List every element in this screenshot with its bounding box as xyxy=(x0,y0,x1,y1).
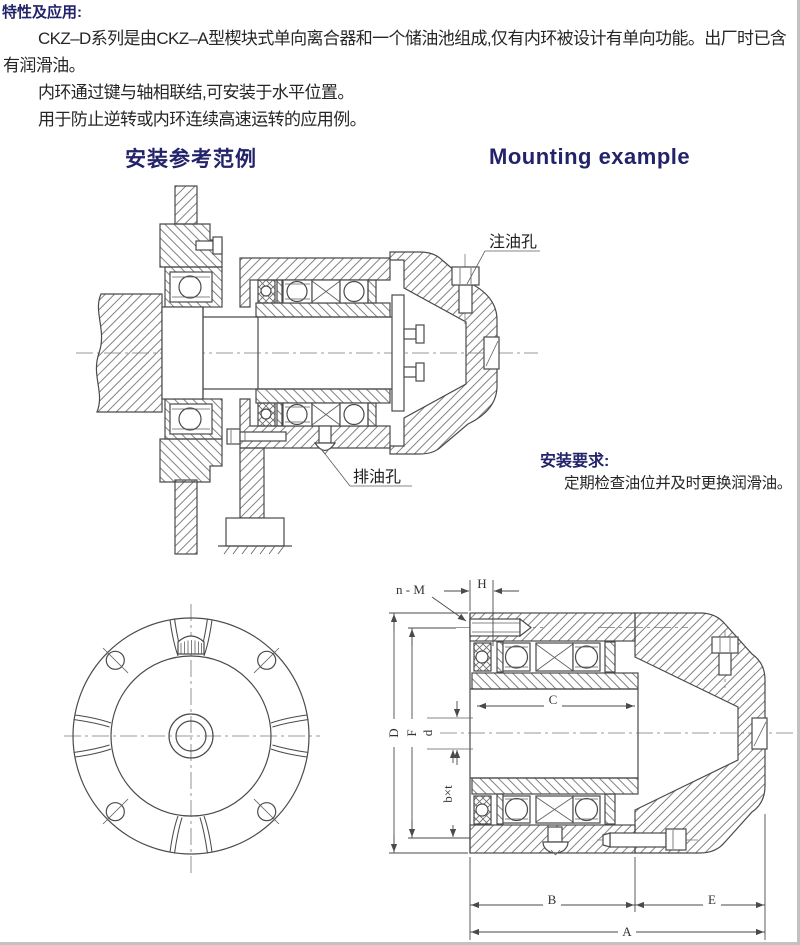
dim-B: B xyxy=(469,814,766,940)
tapped-hole xyxy=(456,617,543,638)
wall xyxy=(174,185,198,555)
page-edge-right xyxy=(797,0,800,945)
oil-drain-plug xyxy=(542,826,569,856)
dim-nM: n - M xyxy=(396,582,467,622)
keyway-notch xyxy=(483,336,500,370)
section-heading-zh: 安装参考范例 xyxy=(125,148,257,171)
dim-bxt: b×t xyxy=(440,750,457,837)
dim-d: d xyxy=(420,701,473,765)
end-plate xyxy=(391,294,405,412)
dim-A: A xyxy=(470,924,765,939)
dim-C: C xyxy=(477,692,635,710)
bearing-row-top xyxy=(473,641,616,673)
bearing-row-top xyxy=(257,279,377,304)
svg-text:n - M: n - M xyxy=(396,582,425,597)
svg-text:A: A xyxy=(622,924,632,939)
bracket-bolt xyxy=(226,428,287,445)
install-requirements-title: 安装要求: xyxy=(540,453,610,470)
bearing-row-bottom xyxy=(257,402,377,427)
shaft xyxy=(95,293,163,413)
support-pedestal xyxy=(218,447,292,555)
dim-E: E xyxy=(635,892,765,909)
bearing-row-bottom xyxy=(473,793,616,825)
sleeve xyxy=(161,306,204,400)
bore-outline xyxy=(469,613,639,853)
drain-bolt xyxy=(597,828,700,851)
intro-text: CKZ–D系列是由CKZ–A型楔块式单向离合器和一个储油池组成,仅有内环被设计有… xyxy=(3,25,799,133)
bell-housing xyxy=(634,612,766,854)
svg-text:F: F xyxy=(404,729,419,736)
oil-drain-label: 排油孔 xyxy=(353,468,401,486)
keyway-notch xyxy=(751,717,768,750)
intro-paragraph-3: 用于防止逆转或内环连续高速运转的应用例。 xyxy=(38,110,367,129)
svg-text:C: C xyxy=(549,692,558,707)
page-title: 特性及应用: xyxy=(2,4,82,21)
dim-H: H xyxy=(444,576,519,646)
oil-fill-label: 注油孔 xyxy=(489,233,537,251)
pilot-bearing-top xyxy=(169,271,213,303)
svg-text:d: d xyxy=(420,729,435,736)
svg-text:H: H xyxy=(477,576,486,591)
dim-F: F xyxy=(404,627,470,839)
install-requirements-body: 定期检查油位并及时更换润滑油。 xyxy=(564,475,793,492)
oil-drain-callout: 排油孔 xyxy=(321,449,412,487)
oil-fill-bolt xyxy=(711,630,739,688)
end-plate-bolts xyxy=(403,324,425,382)
svg-text:D: D xyxy=(386,728,401,737)
page-edge-bottom xyxy=(0,942,800,945)
svg-text:B: B xyxy=(548,892,557,907)
svg-text:E: E xyxy=(708,892,716,907)
front-circles xyxy=(72,617,310,855)
intro-paragraph-2: 内环通过键与轴相联结,可安装于水平位置。 xyxy=(38,83,354,102)
drawing-front-view xyxy=(64,604,320,874)
oil-drain-plug xyxy=(313,425,337,455)
flange-stud xyxy=(195,236,223,255)
intro-paragraph-1: CKZ–D系列是由CKZ–A型楔块式单向离合器和一个储油池组成,仅有内环被设计有… xyxy=(3,29,787,75)
dim-D: D xyxy=(386,612,468,854)
oil-fill-callout: 注油孔 xyxy=(466,233,540,285)
pilot-bearing-bottom xyxy=(169,403,213,435)
inner-ring-section xyxy=(471,672,639,795)
front-fill-plug xyxy=(177,635,205,655)
drawing-dimension-section: D F d b×t H n - M C xyxy=(386,576,798,940)
bolt-holes xyxy=(102,647,280,825)
svg-text:b×t: b×t xyxy=(440,785,455,803)
section-heading-en: Mounting example xyxy=(489,144,691,169)
drawing-mounting-example: 注油孔 排油孔 xyxy=(76,185,540,555)
